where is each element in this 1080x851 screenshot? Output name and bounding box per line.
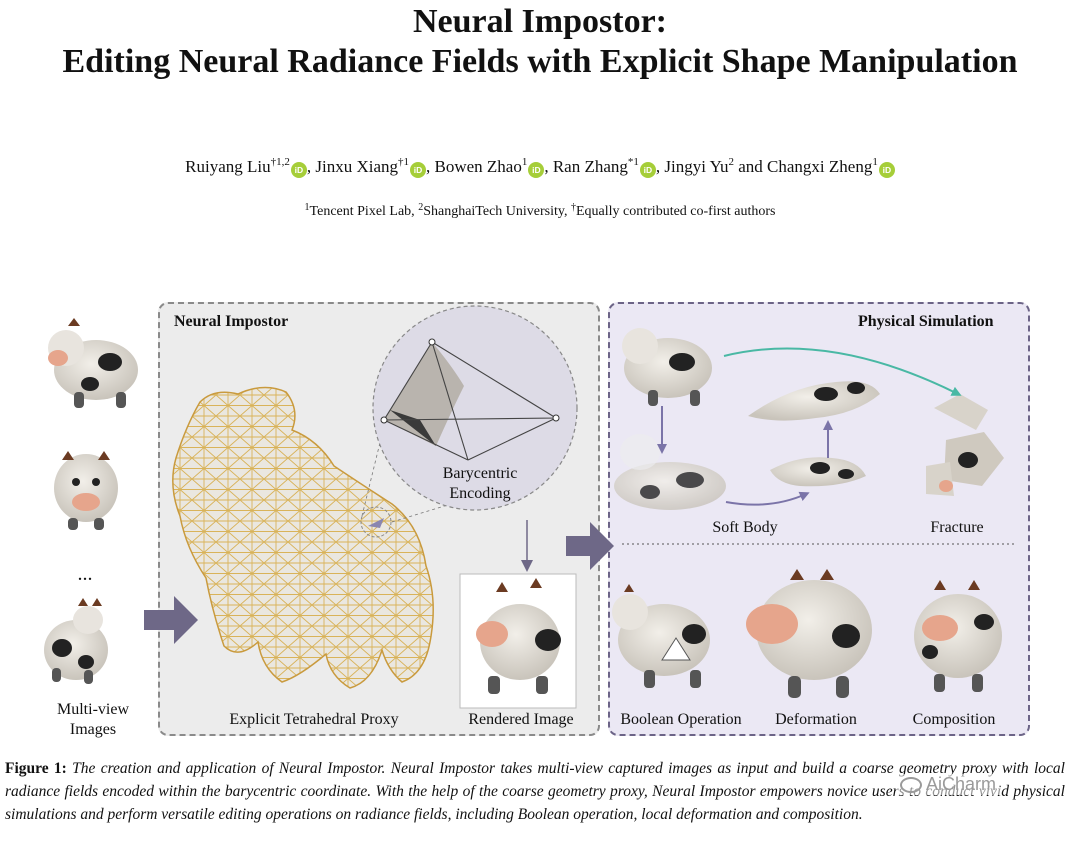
boolean-operation-label: Boolean Operation xyxy=(620,711,742,728)
boolean-operation-cow xyxy=(612,584,710,688)
tetrahedral-proxy-mesh xyxy=(172,386,434,689)
barycentric-encoding-inset xyxy=(372,305,578,511)
multi-view-label: Multi-view Images xyxy=(57,701,129,738)
author: Changxi Zheng1iD xyxy=(767,157,895,178)
title-line-1: Neural Impostor: xyxy=(412,3,668,40)
author: Jinxu Xiang†1iD xyxy=(315,157,426,178)
input-cow-2 xyxy=(54,451,118,530)
orcid-icon[interactable]: iD xyxy=(410,162,426,178)
soft-body-cow-ghost xyxy=(614,434,726,510)
soft-body-cow-start xyxy=(622,328,712,406)
soft-body-cow-flat xyxy=(770,457,866,487)
input-arrow-icon xyxy=(144,596,198,644)
deformation-label: Deformation xyxy=(775,711,857,728)
caption-label: Figure 1: xyxy=(5,760,67,777)
author: Bowen Zhao1iD xyxy=(435,157,545,178)
composition-label: Composition xyxy=(912,711,996,728)
author: Jingyi Yu2 xyxy=(664,156,734,177)
rendered-image xyxy=(459,573,577,709)
fracture-label: Fracture xyxy=(930,519,984,536)
watermark: AiCharm xyxy=(896,774,1001,795)
input-cow-1 xyxy=(48,318,138,408)
barycentric-encoding-label: Barycentric Encoding xyxy=(442,465,518,502)
composition-cow xyxy=(914,580,1002,692)
orcid-icon[interactable]: iD xyxy=(528,162,545,178)
deformation-cow xyxy=(746,569,872,698)
proxy-label: Explicit Tetrahedral Proxy xyxy=(229,711,399,728)
author-connector: and xyxy=(738,157,763,176)
figure-caption: Figure 1: The creation and application o… xyxy=(5,757,1065,826)
render-arrow-icon xyxy=(521,560,533,572)
orcid-icon[interactable]: iD xyxy=(639,162,656,178)
caption-text: The creation and application of Neural I… xyxy=(5,760,1065,823)
orcid-icon[interactable]: iD xyxy=(290,162,307,178)
input-cow-3 xyxy=(44,598,108,684)
author: Ruiyang Liu†1,2iD xyxy=(185,157,307,178)
fracture-cow xyxy=(926,394,1004,496)
affiliations: 1Tencent Pixel Lab, 2ShanghaiTech Univer… xyxy=(304,202,776,220)
neural-impostor-title: Neural Impostor xyxy=(174,313,289,330)
orcid-icon[interactable]: iD xyxy=(878,162,895,178)
teaser-figure: ... Multi-view Images Neural Impostor Ba… xyxy=(0,290,1080,750)
physical-simulation-title: Physical Simulation xyxy=(858,313,994,330)
author-list: Ruiyang Liu†1,2iD, Jinxu Xiang†1iD, Bowe… xyxy=(0,155,1080,179)
paper-title: Neural Impostor: Editing Neural Radiance… xyxy=(0,2,1080,82)
wechat-icon xyxy=(900,777,922,793)
rendered-image-label: Rendered Image xyxy=(468,711,574,728)
author: Ran Zhang*1iD xyxy=(553,157,656,178)
title-line-2: Editing Neural Radiance Fields with Expl… xyxy=(62,43,1018,80)
soft-body-cow-stretched xyxy=(748,381,880,421)
input-ellipsis: ... xyxy=(77,563,93,585)
zoom-region-circle xyxy=(360,506,392,538)
figure-graphics xyxy=(44,305,1016,709)
soft-body-label: Soft Body xyxy=(712,519,778,536)
simulation-arrow-icon xyxy=(566,522,614,570)
